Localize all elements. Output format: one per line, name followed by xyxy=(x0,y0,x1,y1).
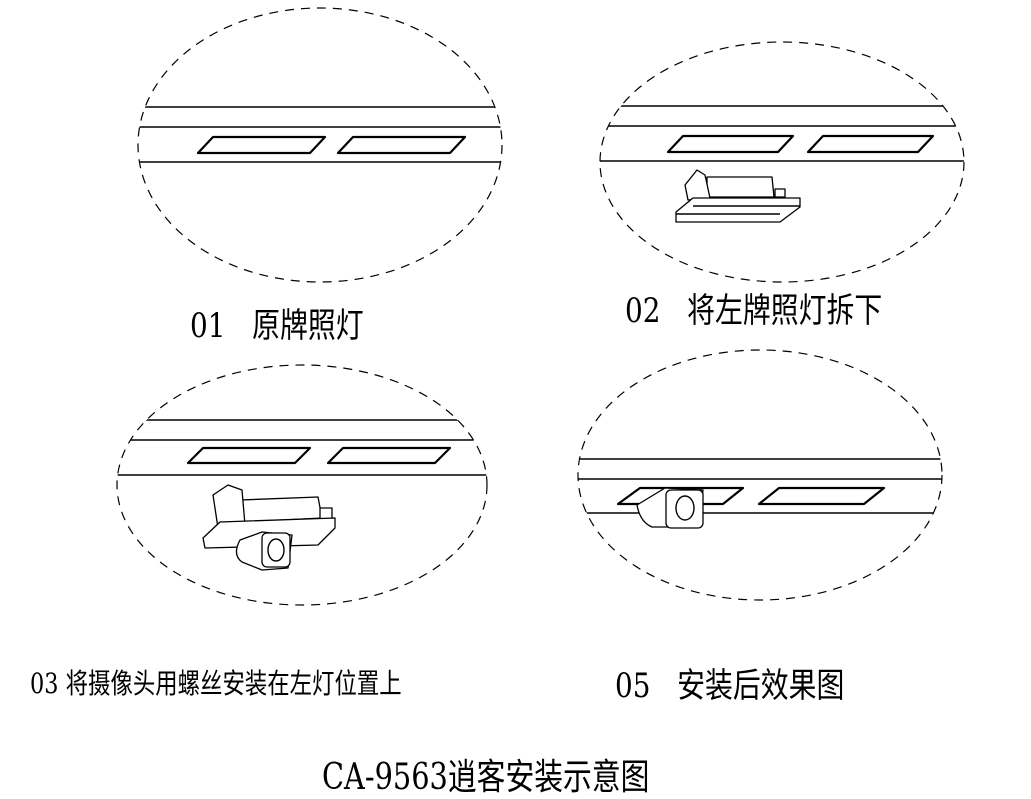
license-light-left xyxy=(186,446,312,465)
license-light-right xyxy=(806,134,935,154)
step-number: 01 xyxy=(190,306,226,346)
camera-unit xyxy=(202,484,336,571)
step-caption: 原牌照灯 xyxy=(252,306,364,346)
step-number: 03 xyxy=(30,667,59,700)
diagram-title: CA-9563逍客安装示意图 xyxy=(322,757,650,798)
license-light-right xyxy=(326,446,452,465)
panel-02-remove-light xyxy=(599,41,965,283)
detail-circle xyxy=(599,41,965,283)
detail-circle xyxy=(116,364,488,606)
panel-01-original-light xyxy=(137,7,503,283)
step-01-label: 01 原牌照灯 xyxy=(190,298,364,347)
step-caption: 将左牌照灯拆下 xyxy=(687,291,883,331)
installed-camera xyxy=(636,487,704,529)
step-02-label: 02 将左牌照灯拆下 xyxy=(625,283,882,332)
step-number: 05 xyxy=(615,666,651,706)
detail-circle xyxy=(577,349,943,601)
license-light-left xyxy=(666,134,795,154)
step-number: 02 xyxy=(625,291,661,331)
license-light-left xyxy=(196,135,327,155)
panel-05-installed-result xyxy=(577,349,943,601)
detail-circle xyxy=(137,7,503,283)
panel-03-mount-camera xyxy=(116,364,488,606)
license-light-right xyxy=(757,486,886,506)
step-caption: 将摄像头用螺丝安装在左灯位置上 xyxy=(65,667,402,700)
step-03-label: 03 将摄像头用螺丝安装在左灯位置上 xyxy=(30,662,402,702)
step-05-label: 05 安装后效果图 xyxy=(615,658,844,707)
step-caption: 安装后效果图 xyxy=(677,666,845,706)
license-light-right xyxy=(336,135,467,155)
removed-light-unit xyxy=(675,169,801,223)
